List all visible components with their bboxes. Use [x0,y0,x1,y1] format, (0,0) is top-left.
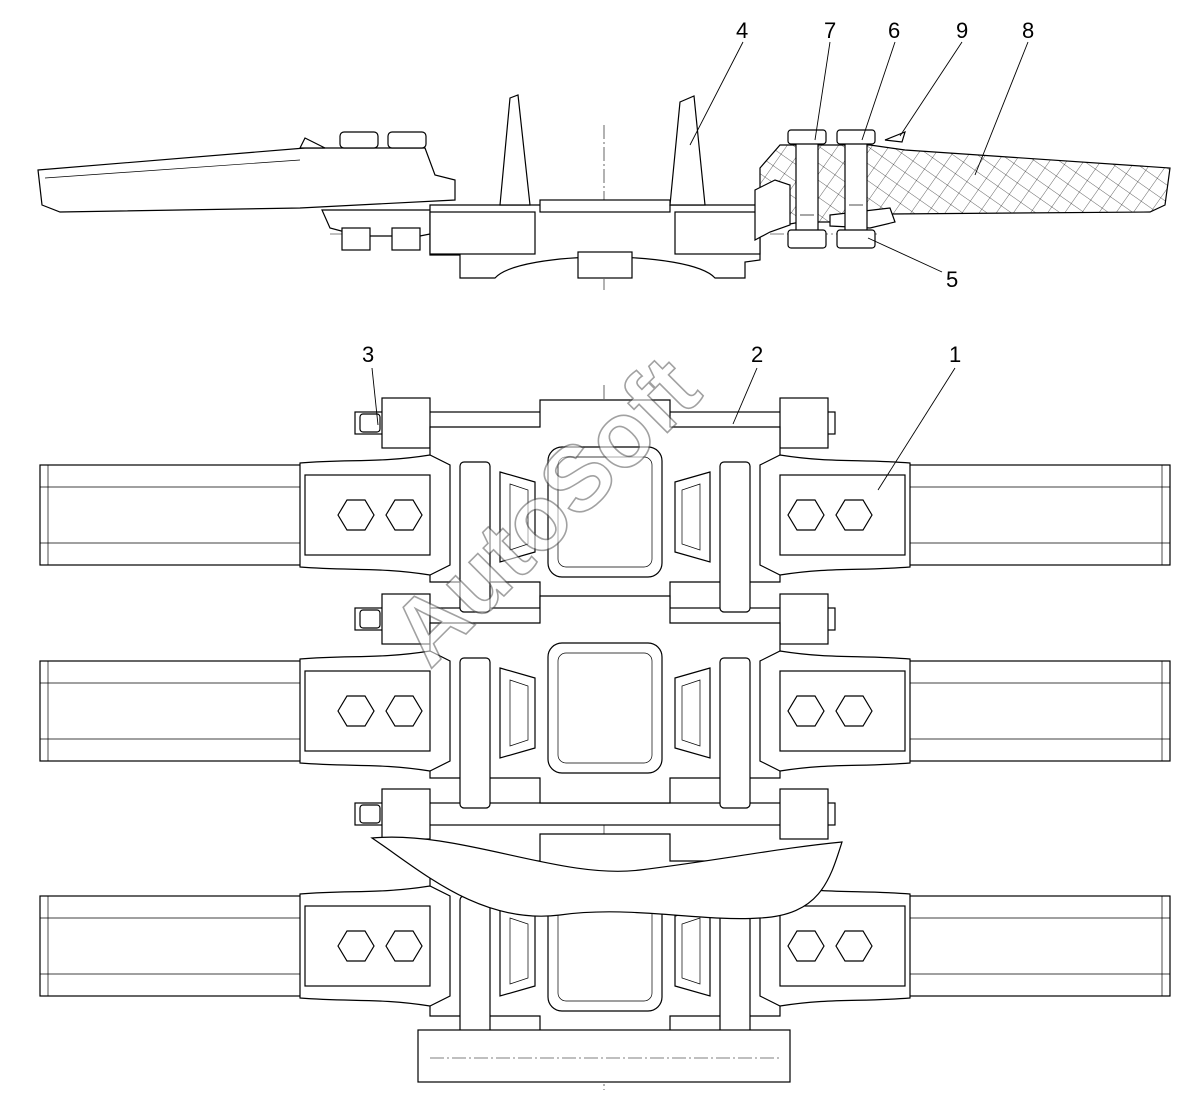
guide-horn-right [669,95,706,206]
shoe-left-1 [40,455,450,575]
shoe-right-1 [760,455,1170,575]
break-line [370,836,843,920]
bolt-6 [844,139,868,233]
bolt-7 [795,139,819,233]
bolt-head-left-1 [339,131,379,149]
nut-5a [787,229,827,249]
callout-6: 6 [888,18,900,43]
plan-view [40,385,1170,1090]
left-shoe-section [37,147,456,213]
section-view [37,94,1171,290]
shoe-left-2 [40,651,450,771]
shoe-left-3 [40,886,450,1006]
callouts: 4 7 6 9 8 5 3 2 1 [362,18,1034,491]
nut-5 [836,229,876,249]
shoe-right-2 [760,651,1170,771]
callout-3: 3 [362,342,374,367]
callout-1: 1 [949,342,961,367]
link-end-tab [417,1029,791,1083]
guide-horn-left [499,94,531,206]
shoe-right-3 [760,886,1170,1006]
bolt-head-left-2 [387,131,427,149]
callout-8: 8 [1022,18,1034,43]
callout-9: 9 [956,18,968,43]
callout-2: 2 [751,342,763,367]
callout-5: 5 [946,267,958,292]
callout-4: 4 [736,18,748,43]
rubber-pad-section [759,144,1171,231]
callout-7: 7 [824,18,836,43]
